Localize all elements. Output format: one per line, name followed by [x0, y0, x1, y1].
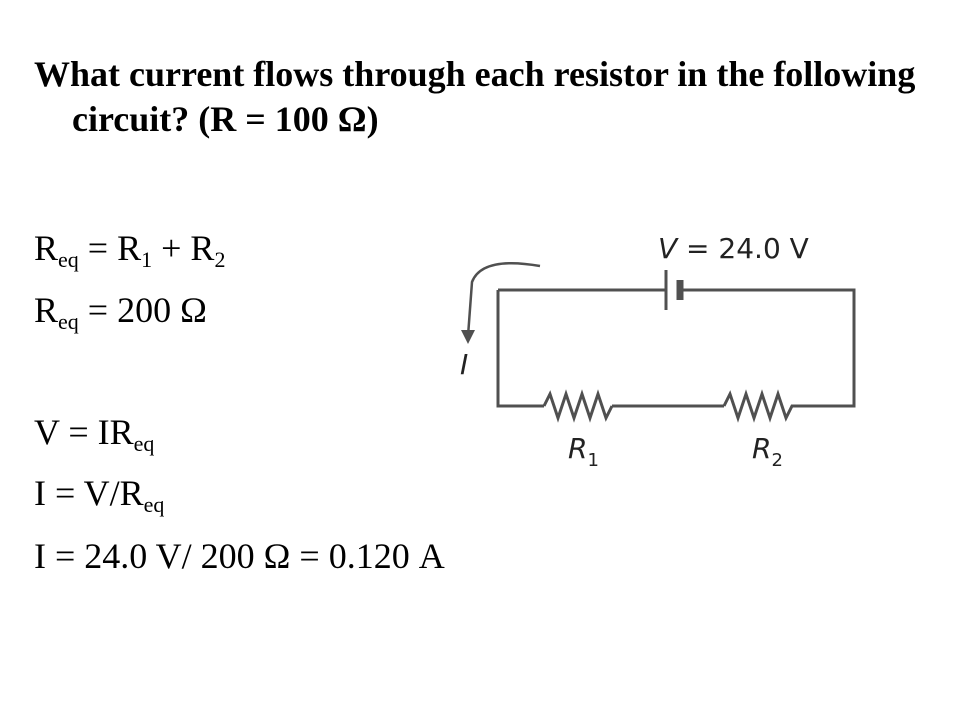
question-text: What current flows through each resistor… [34, 54, 916, 139]
equation-current-formula: I = V/Req [34, 473, 164, 516]
eq1-r2-sub: 2 [214, 247, 226, 272]
r2-symbol: R [752, 432, 771, 465]
voltage-label: V = 24.0 V [658, 232, 809, 265]
r2-sub: 2 [771, 450, 782, 471]
eq1-r-sub: eq [58, 247, 79, 272]
equation-req-sum: Req = R1 + R2 [34, 228, 225, 271]
resistor-r2 [722, 389, 804, 423]
wire-top-right [680, 288, 856, 408]
current-arrowhead-icon [461, 330, 475, 344]
eq1-r2: + R [152, 228, 215, 268]
equation-ohms-law: V = IReq [34, 412, 154, 455]
eq2-r-sub: eq [58, 309, 79, 334]
eq5-text: I = 24.0 V/ 200 Ω = 0.120 A [34, 536, 445, 576]
eq4-text: I = V/R [34, 473, 144, 513]
eq2-value: = 200 Ω [78, 290, 207, 330]
circuit-diagram: V = 24.0 V I R1 R2 [460, 232, 856, 471]
resistor-r1 [542, 389, 614, 423]
eq1-r: R [34, 228, 59, 268]
current-label: I [460, 348, 468, 381]
eq1-r1: = R [78, 228, 142, 268]
voltage-symbol: V [658, 232, 679, 265]
current-arrow [466, 261, 541, 337]
eq3-sub: eq [133, 431, 155, 456]
r2-label: R2 [752, 432, 783, 471]
eq4-sub: eq [143, 492, 165, 517]
equation-current-result: I = 24.0 V/ 200 Ω = 0.120 A [34, 536, 445, 576]
eq3-text: V = IR [34, 412, 134, 452]
r1-sub: 1 [587, 450, 598, 471]
wire-left [496, 290, 544, 408]
eq1-r1-sub: 1 [141, 247, 153, 272]
r1-label: R1 [568, 432, 599, 471]
voltage-value: = 24.0 V [677, 232, 809, 265]
eq2-r: R [34, 290, 59, 330]
r1-symbol: R [568, 432, 587, 465]
equation-req-value: Req = 200 Ω [34, 290, 207, 333]
